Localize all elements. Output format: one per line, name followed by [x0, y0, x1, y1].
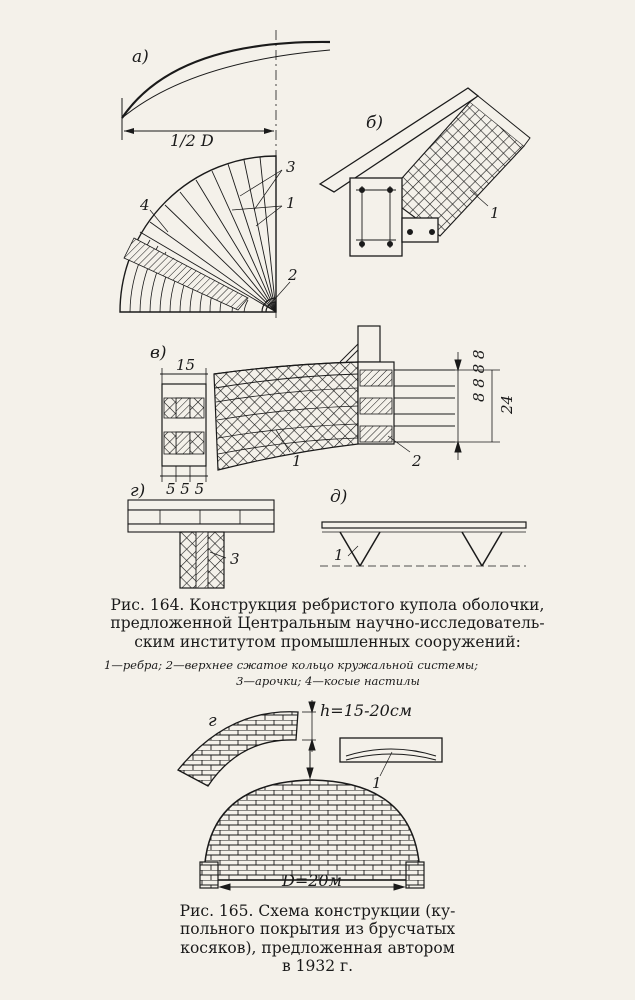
panel-label-g: г) — [130, 481, 145, 501]
caption-line: ским институтом промышленных сооружений: — [134, 632, 521, 651]
caption-line: Рис. 164. Конструкция ребристого купола … — [110, 596, 545, 614]
callout-a-3: 3 — [286, 158, 296, 176]
fig165-h-label: h=15-20см — [320, 701, 412, 720]
caption-line: косяков), предложенная автором — [180, 938, 455, 957]
panel-label-v: в) — [150, 343, 167, 363]
callout-b-1: 1 — [490, 204, 500, 222]
caption-line: Рис. 165. Схема конструкции (ку- — [179, 902, 456, 920]
dim-v-555: 5 5 5 — [166, 480, 204, 498]
panel-a-drawing — [121, 30, 331, 318]
callout-a-2: 2 — [287, 266, 298, 284]
callout-d-1: 1 — [334, 546, 344, 564]
callout-g-3: 3 — [230, 550, 240, 568]
fig165-dome — [199, 748, 425, 891]
legend-line: 3—арочки; 4—косые настилы — [236, 673, 420, 688]
legend-line: 1—ребра; 2—верхнее сжатое кольцо кружаль… — [104, 658, 479, 672]
panel-a-plan — [119, 155, 291, 313]
fig165-arch-segment — [177, 700, 316, 787]
panel-label-a: а) — [132, 47, 149, 67]
panel-d-drawing — [320, 521, 527, 567]
panel-b-drawing — [318, 87, 531, 257]
fig165-block — [339, 737, 443, 777]
panel-v-section — [160, 368, 208, 482]
caption-line: польного покрытия из брусчатых — [179, 920, 456, 939]
fig164-caption: Рис. 164. Конструкция ребристого купола … — [100, 596, 555, 651]
panel-label-d: д) — [330, 487, 347, 507]
fig165-d-label: D=20м — [281, 871, 342, 890]
dim-v-24: 24 — [498, 395, 516, 415]
dim-v-8s: 8 8 8 8 — [470, 350, 488, 402]
callout-a-4: 4 — [139, 196, 150, 214]
callout-v-1: 1 — [292, 452, 302, 470]
callout-a-1: 1 — [286, 194, 296, 212]
callout-v-2: 2 — [411, 452, 422, 470]
panel-label-b: б) — [366, 113, 383, 133]
panel-g-drawing — [127, 499, 275, 589]
caption-line: в 1932 г. — [281, 956, 354, 975]
fig165-label-1: 1 — [372, 774, 382, 792]
panel-v-rib — [213, 325, 500, 471]
caption-line: предложенной Центральным научно-исследов… — [110, 614, 545, 633]
fig165-caption: Рис. 165. Схема конструкции (ку- польног… — [175, 902, 460, 975]
fig165-label-g: г — [208, 711, 217, 731]
fig164-legend: 1—ребра; 2—верхнее сжатое кольцо кружаль… — [104, 658, 552, 689]
dim-half-d: 1/2 D — [170, 131, 214, 150]
dim-v-15: 15 — [176, 356, 195, 374]
